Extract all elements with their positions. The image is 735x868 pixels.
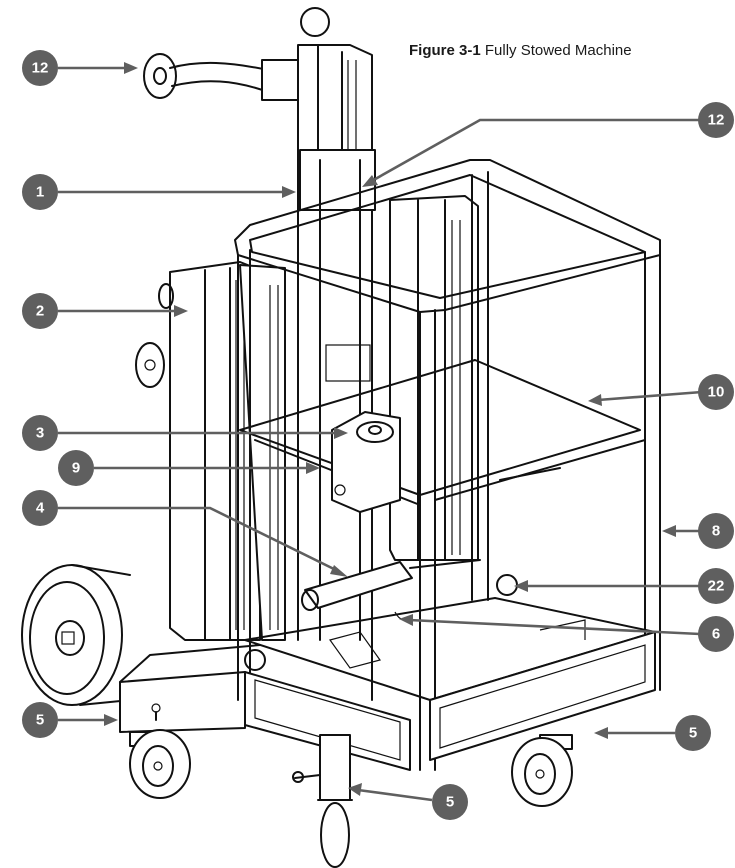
mast-center — [297, 7, 376, 701]
mast-left — [135, 261, 286, 641]
lift-cylinder — [301, 559, 481, 611]
callout-label: 5 — [36, 712, 44, 729]
guard-rail-cage — [234, 159, 661, 771]
caster-front-right — [511, 734, 573, 807]
callout-5b: 5 — [675, 715, 711, 751]
callout-10: 12 — [698, 102, 734, 138]
callout-5a: 5 — [22, 702, 58, 738]
callout-3: 3 — [22, 415, 58, 451]
callout-label: 1 — [36, 184, 44, 201]
callout-label: 5 — [689, 725, 697, 742]
callout-label: 12 — [708, 112, 725, 129]
callout-9: 10 — [698, 374, 734, 410]
caster-front-center — [292, 734, 353, 868]
callout-1: 1 — [22, 174, 58, 210]
callout-4: 4 — [22, 490, 58, 526]
callout-2: 2 — [22, 293, 58, 329]
callout-label: 12 — [32, 60, 49, 77]
callout-label: 4 — [36, 500, 45, 517]
callout-6: 6 — [698, 616, 734, 652]
callout-22: 22 — [698, 568, 734, 604]
base-chassis — [244, 574, 656, 771]
callout-label: 3 — [36, 425, 44, 442]
callout-label: 2 — [36, 303, 44, 320]
figure-title: Fully Stowed Machine — [484, 42, 632, 59]
callout-leaders — [58, 62, 703, 802]
figure-number: Figure 3-1 — [409, 42, 481, 59]
callout-label: 9 — [72, 460, 80, 477]
rear-wheel — [21, 564, 151, 706]
callout-8: 9 — [58, 450, 94, 486]
power-unit — [331, 411, 401, 513]
machine-line-art — [21, 7, 661, 868]
accessory-arm — [143, 53, 299, 101]
callout-7: 8 — [698, 513, 734, 549]
callout-label: 10 — [708, 384, 725, 401]
callout-label: 8 — [712, 523, 720, 540]
figure-caption: Figure 3-1 Fully Stowed Machine — [409, 42, 632, 59]
callout-label: 5 — [446, 794, 454, 811]
chassis-arm — [119, 644, 261, 733]
callout-5c: 5 — [432, 784, 468, 820]
callout-label: 6 — [712, 626, 720, 643]
callout-label: 22 — [708, 578, 725, 595]
caster-rear-left — [129, 729, 191, 799]
callout-12: 12 — [22, 50, 58, 86]
